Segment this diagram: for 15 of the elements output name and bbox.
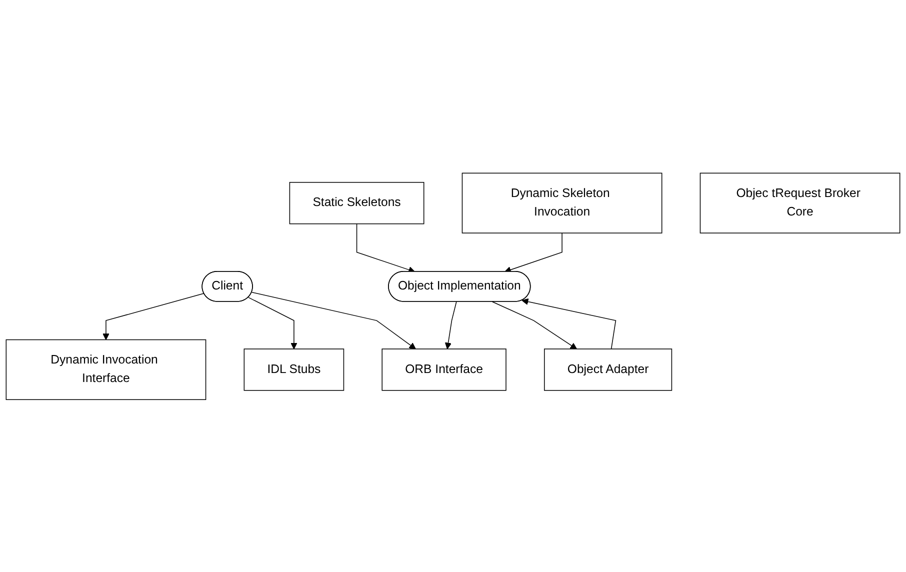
node-box: Dynamic Skeleton Invocation (462, 172, 662, 234)
arrow (522, 298, 616, 349)
node-box: IDL Stubs (244, 348, 344, 390)
node-box: Dynamic Invocation Interface (6, 338, 206, 400)
arrow (251, 292, 416, 349)
arrow (102, 292, 204, 340)
node-box: Static Skeletons (289, 182, 424, 224)
arrow (356, 223, 416, 273)
arrow (492, 300, 577, 349)
arrow (248, 296, 298, 349)
node-box: Object Adapter (544, 348, 672, 390)
node-box: Objec tRequest Broker Core (700, 172, 900, 234)
arrow (504, 232, 562, 273)
node-box: ORB Interface (382, 348, 506, 390)
arrow (444, 300, 457, 349)
